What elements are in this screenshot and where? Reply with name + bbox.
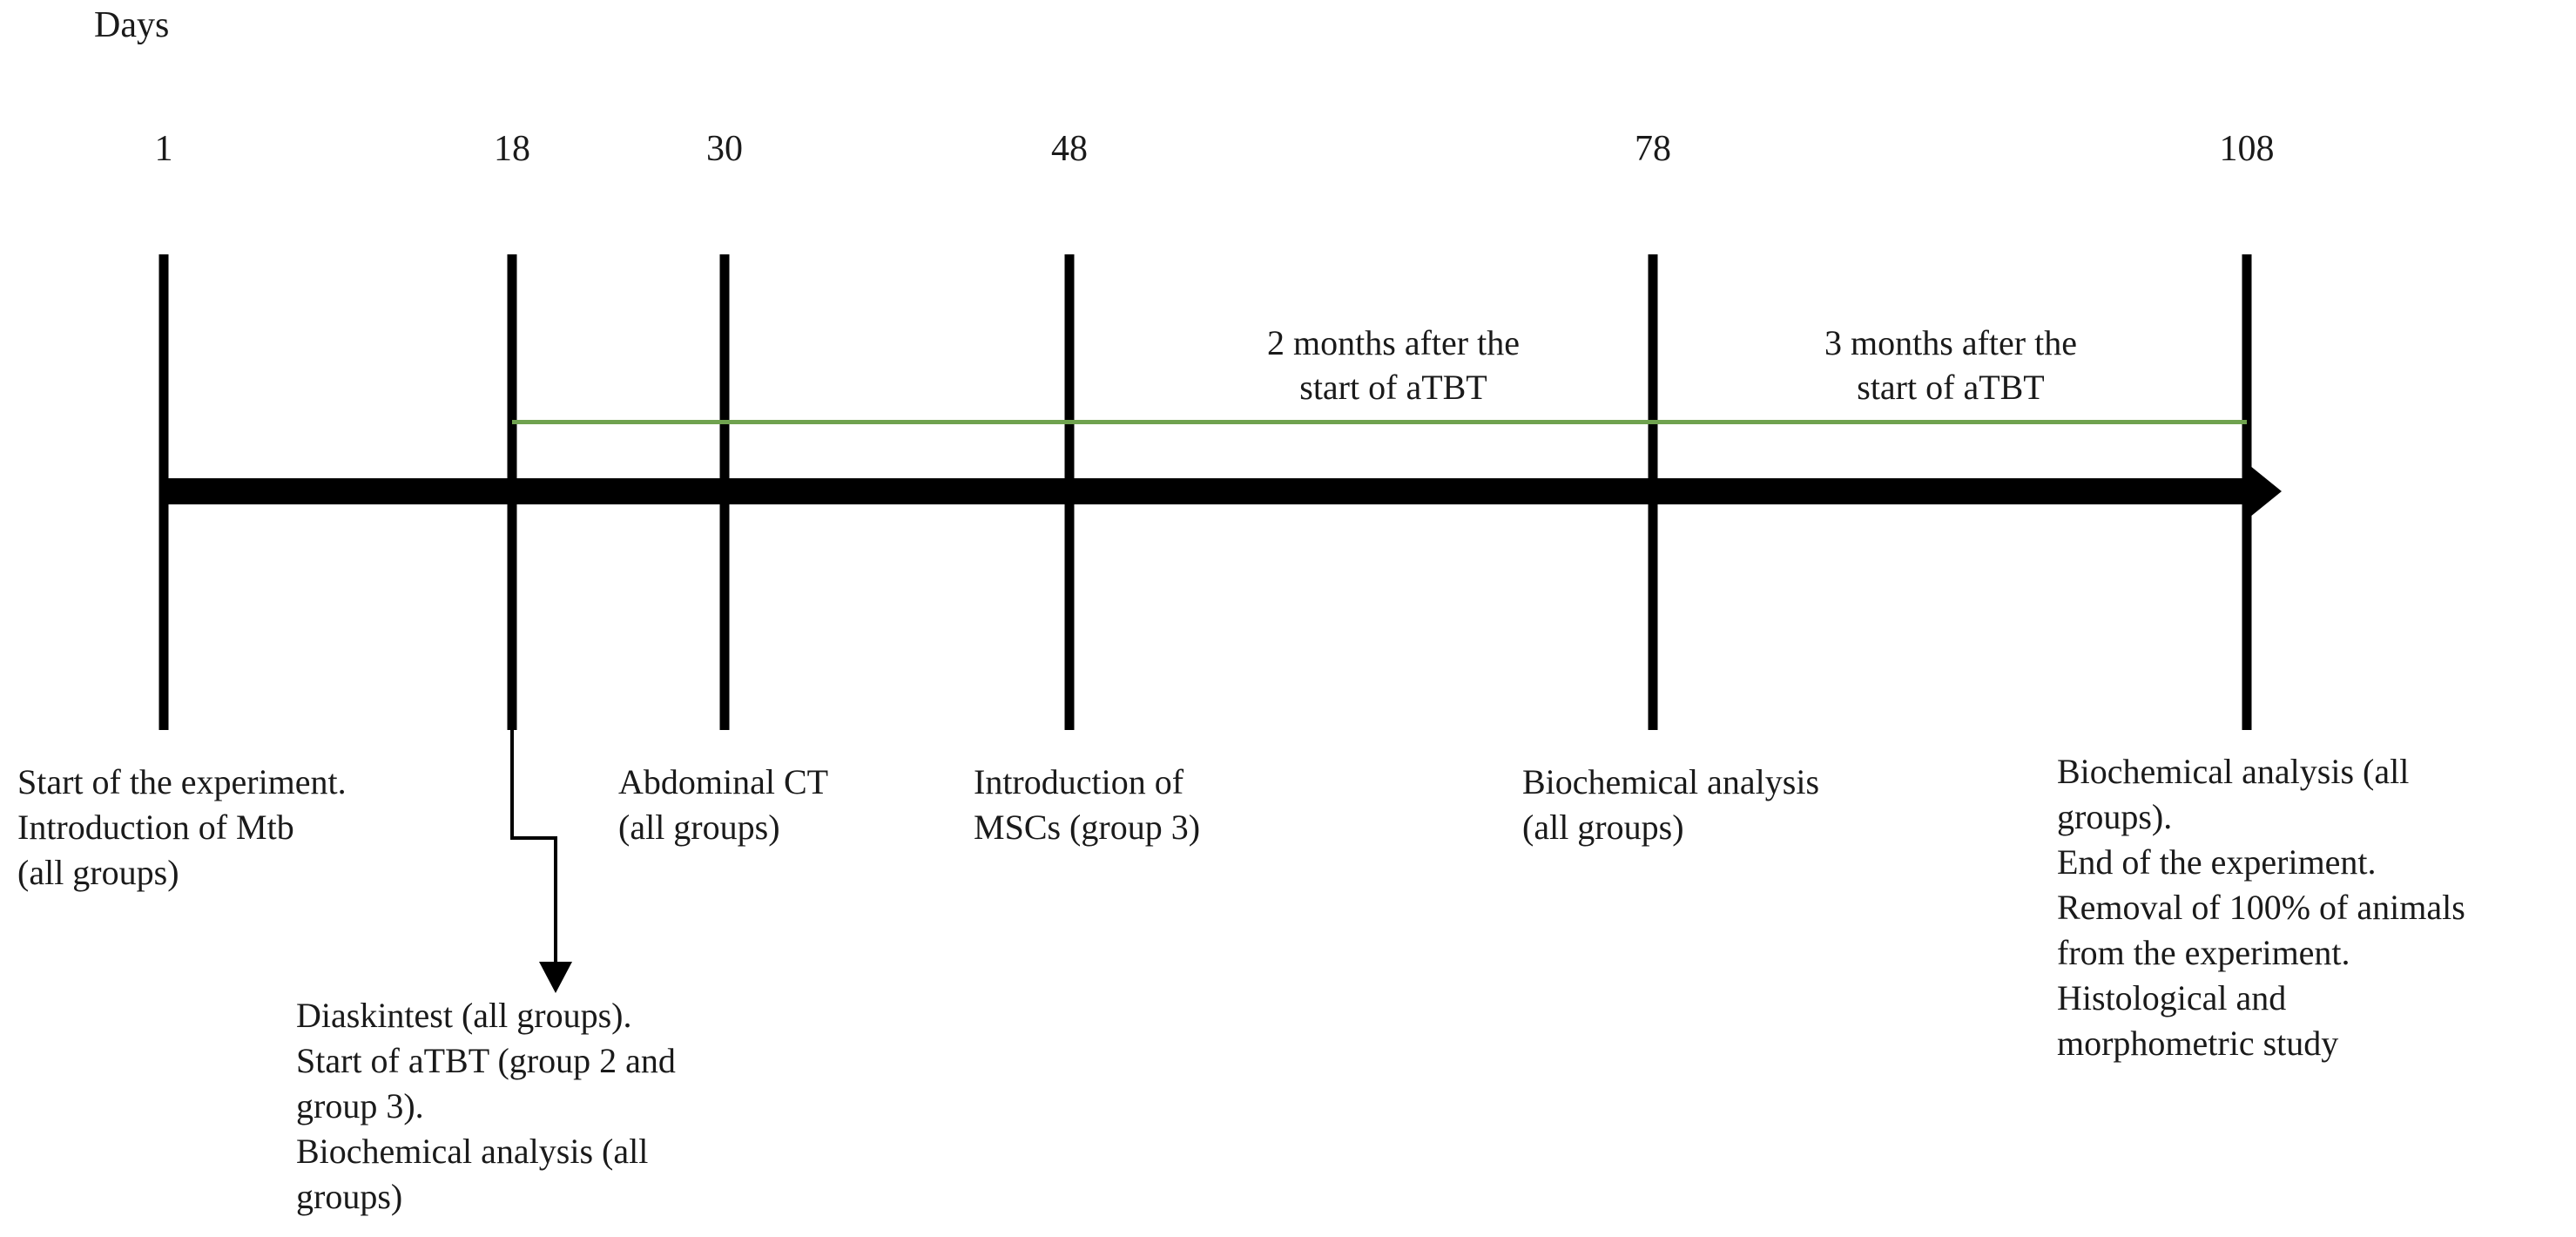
day-label-18: 18: [494, 129, 530, 169]
axis-caption-days: Days: [94, 5, 170, 45]
elbow-arrowhead-icon: [539, 962, 572, 993]
span-note-two-months: 2 months after the start of aTBT: [1267, 323, 1520, 408]
timeline-arrowhead-icon: [2245, 462, 2282, 521]
event-note-day-18: Diaskintest (all groups). Start of aTBT …: [296, 996, 676, 1216]
event-note-day-48: Introduction of MSCs (group 3): [974, 762, 1201, 847]
event-note-day-1: Start of the experiment. Introduction of…: [17, 762, 347, 892]
event-note-day-108: Biochemical analysis (all groups). End o…: [2057, 752, 2465, 1063]
event-note-day-30: Abdominal CT (all groups): [618, 762, 829, 847]
span-note-three-months: 3 months after the start of aTBT: [1824, 323, 2077, 408]
day-label-48: 48: [1051, 129, 1088, 169]
day-label-30: 30: [706, 129, 743, 169]
event-note-day-78: Biochemical analysis (all groups): [1522, 762, 1820, 847]
day-label-1: 1: [154, 129, 173, 169]
elbow-connector-vertical-upper: [510, 730, 514, 840]
day-label-108: 108: [2219, 129, 2275, 169]
elbow-connector-horizontal: [510, 836, 557, 840]
elbow-connector-vertical-lower: [554, 836, 557, 967]
aTBT-span-line: [512, 420, 2247, 424]
day-label-78: 78: [1635, 129, 1671, 169]
timeline-axis-bar: [161, 478, 2245, 504]
